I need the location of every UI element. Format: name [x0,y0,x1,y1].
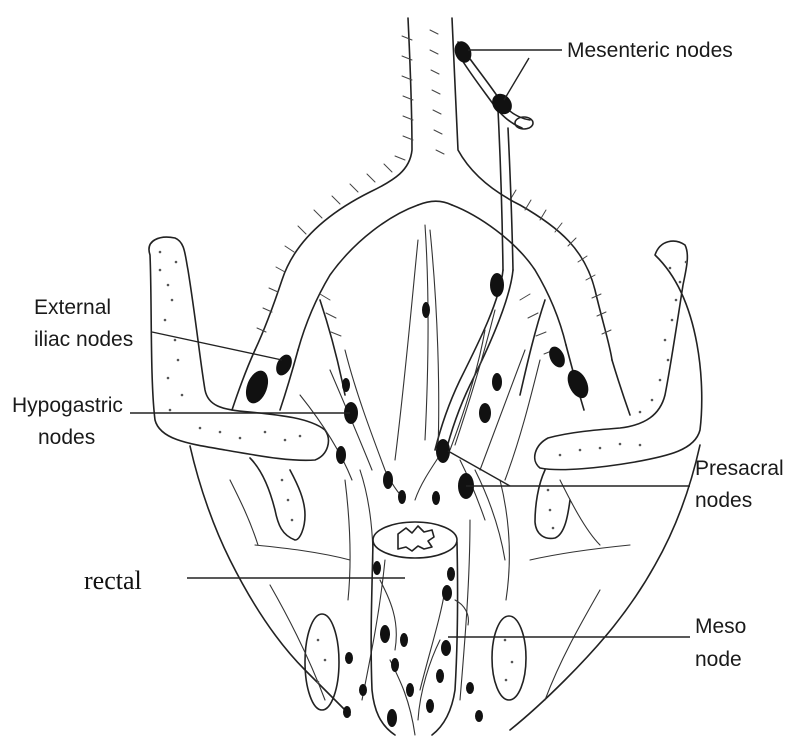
label-presacral-line2: nodes [695,489,752,512]
label-presacral-line1: Presacral [695,457,784,480]
aorta-and-iliac-vessels [232,18,630,415]
lymphatic-channels [300,225,540,700]
label-meso-line2: node [695,648,742,671]
labels: Mesenteric nodes External iliac nodes Hy… [12,39,784,671]
label-hypogastric-line1: Hypogastric [12,394,123,417]
lymph-nodes [242,39,593,727]
label-external-iliac-line2: iliac nodes [34,328,133,351]
label-external-iliac-line1: External [34,296,111,319]
label-mesenteric-nodes: Mesenteric nodes [567,39,733,62]
label-hypogastric-line2: nodes [38,426,95,449]
label-meso-line1: Meso [695,615,746,638]
label-rectal: rectal [84,566,142,595]
bone-texture [159,251,688,684]
